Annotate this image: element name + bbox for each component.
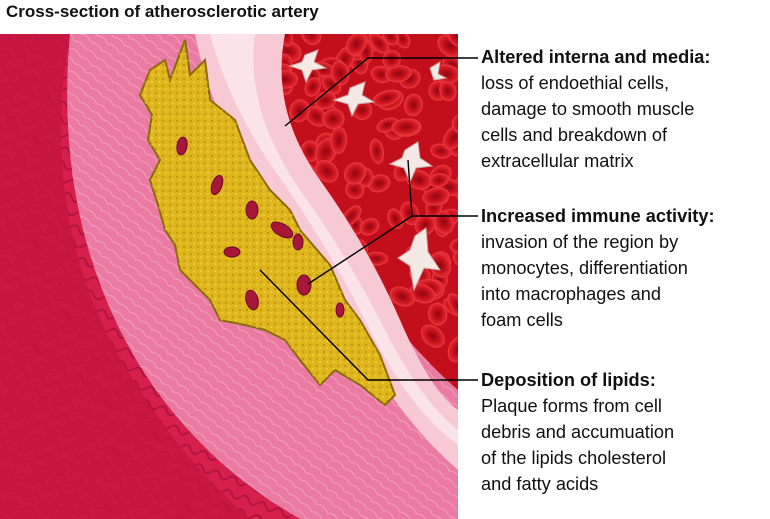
callout-line: into macrophages and (481, 284, 661, 304)
red-blood-cell (422, 187, 450, 206)
callout-line: damage to smooth muscle (481, 99, 695, 119)
red-blood-cell (404, 93, 423, 117)
callout-line: monocytes, differentiation (481, 258, 688, 278)
foam-cells (176, 136, 345, 318)
red-blood-cell (367, 174, 391, 193)
white-blood-cells (288, 49, 448, 292)
red-blood-cell (427, 302, 448, 326)
red-blood-cell (429, 252, 451, 278)
red-blood-cell (449, 238, 458, 254)
red-blood-cell (420, 324, 445, 348)
callout-heading: Deposition of lipids: (481, 370, 656, 390)
red-blood-cell (389, 286, 416, 307)
red-blood-cell (452, 248, 458, 268)
red-blood-cell (300, 34, 322, 46)
red-blood-cell (322, 108, 345, 130)
red-blood-cell (314, 160, 339, 183)
callout-line: extracellular matrix (481, 151, 634, 171)
callout-immune: Increased immune activity: invasion of t… (481, 203, 715, 333)
callout-line: debris and accumuation (481, 422, 675, 442)
red-blood-cell (447, 34, 458, 47)
red-blood-cell (442, 124, 458, 150)
red-blood-cell (289, 99, 310, 123)
callout-heading: Altered interna and media: (481, 47, 711, 67)
callout-line: invasion of the region by (481, 232, 679, 252)
leader-line-altered (284, 57, 478, 127)
red-blood-cell (304, 77, 322, 97)
red-blood-cell (429, 172, 449, 188)
red-blood-cell (345, 34, 367, 56)
red-blood-cell (447, 335, 458, 363)
red-blood-cell (391, 118, 421, 136)
callout-line: loss of endoethial cells, (481, 73, 670, 93)
red-blood-cell (451, 114, 458, 134)
callout-line: and fatty acids (481, 474, 599, 494)
red-blood-cell (409, 283, 436, 304)
red-blood-cell (369, 138, 385, 164)
figure-title: Cross-section of atherosclerotic artery (6, 2, 319, 21)
leader-lines (259, 57, 478, 381)
callout-line: of the lipids cholesterol (481, 448, 667, 468)
red-blood-cell (457, 34, 458, 49)
callout-line: foam cells (481, 310, 563, 330)
red-blood-cell (382, 50, 402, 69)
red-blood-cell (447, 293, 458, 319)
red-blood-cell (330, 60, 350, 86)
red-blood-cell (344, 162, 367, 185)
callout-lipids: Deposition of lipids: Plaque forms from … (481, 367, 674, 497)
leader-line-lipids (259, 269, 478, 381)
callout-altered: Altered interna and media: loss of endoe… (481, 44, 710, 174)
callout-line: Plaque forms from cell (481, 396, 662, 416)
callout-heading: Increased immune activity: (481, 206, 715, 226)
red-blood-cell (359, 218, 380, 236)
callout-line: cells and breakdown of (481, 125, 668, 145)
